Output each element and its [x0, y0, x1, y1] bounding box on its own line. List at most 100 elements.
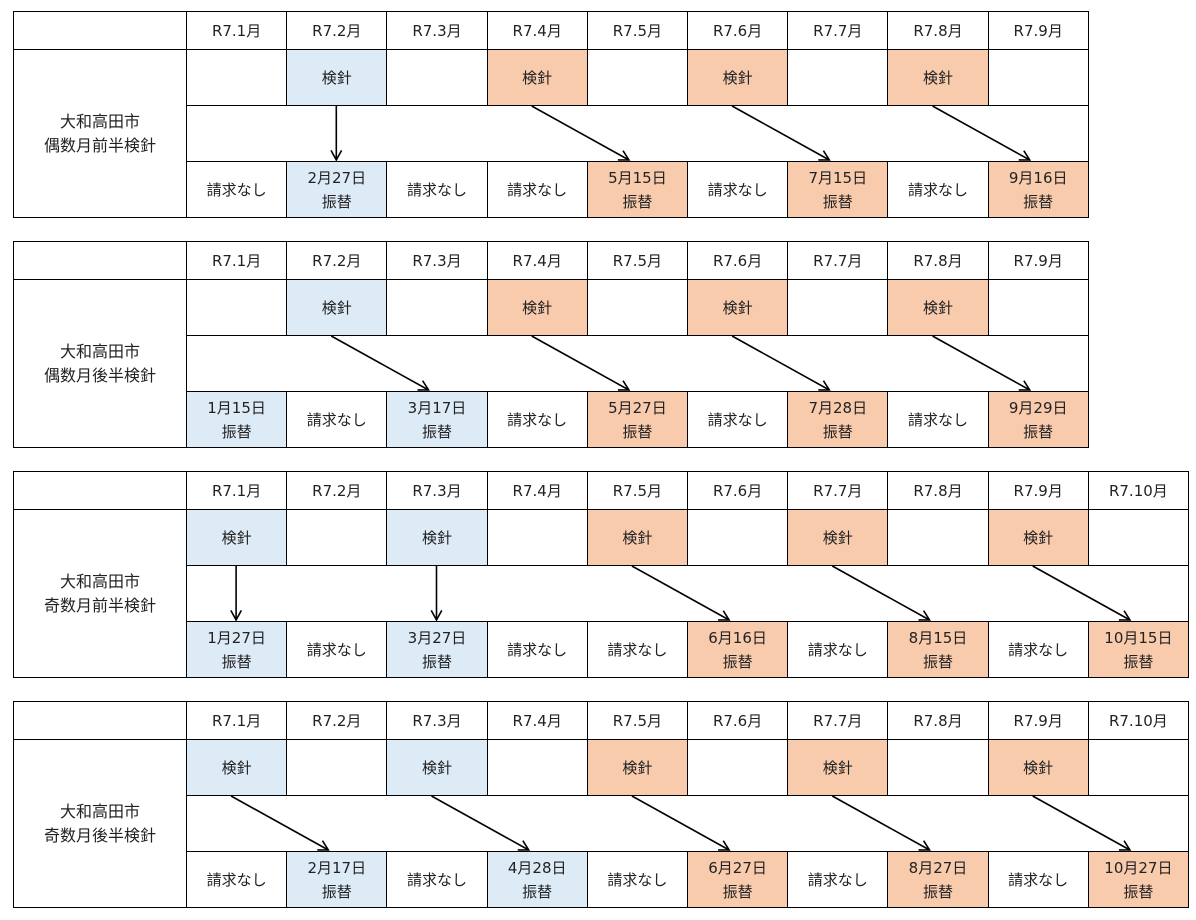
billing-date: 5月15日: [608, 168, 667, 187]
month-label: R7.6月: [712, 251, 763, 270]
month-header: R7.3月: [386, 241, 488, 280]
month-header: R7.8月: [887, 701, 989, 740]
billing-cell: 請求なし: [787, 851, 889, 908]
reading-cell: 検針: [186, 739, 288, 796]
billing-method: 振替: [1123, 652, 1154, 671]
reading-cell: [186, 49, 288, 106]
reading-label: 検針: [421, 528, 452, 547]
billing-date: 5月27日: [608, 398, 667, 417]
reading-label: 検針: [1023, 758, 1054, 777]
month-label: R7.4月: [512, 251, 562, 270]
corner-header-cell: [13, 471, 187, 510]
month-label: R7.7月: [813, 251, 863, 270]
corner-header-cell: [13, 11, 187, 50]
billing-date: 請求なし: [1008, 640, 1069, 659]
billing-date: 10月15日: [1104, 628, 1173, 647]
month-label: R7.9月: [1013, 21, 1063, 40]
billing-cell: 5月15日振替: [586, 161, 688, 218]
billing-cell: 4月28日振替: [486, 851, 588, 908]
billing-cell: 請求なし: [887, 161, 989, 218]
billing-date: 9月29日: [1008, 398, 1068, 417]
billing-date: 請求なし: [907, 180, 968, 199]
month-header: R7.2月: [286, 241, 388, 280]
billing-date: 請求なし: [206, 180, 267, 199]
reading-cell: [386, 279, 488, 336]
reading-label: 検針: [922, 68, 953, 87]
reading-cell: 検針: [887, 49, 989, 106]
billing-cell: 8月15日振替: [887, 621, 989, 678]
billing-date: 請求なし: [707, 180, 768, 199]
month-header: R7.7月: [787, 241, 889, 280]
billing-date: 請求なし: [1008, 870, 1069, 889]
billing-date: 請求なし: [507, 640, 568, 659]
month-label: R7.1月: [211, 711, 262, 730]
billing-cell: 請求なし: [987, 851, 1089, 908]
billing-date: 請求なし: [807, 870, 868, 889]
reading-cell: 検針: [787, 509, 889, 566]
reading-cell: 検針: [987, 509, 1089, 566]
month-label: R7.5月: [612, 481, 663, 500]
reading-label: 検針: [421, 758, 452, 777]
billing-date: 請求なし: [707, 410, 768, 429]
reading-cell: 検針: [787, 739, 889, 796]
month-label: R7.10月: [1108, 481, 1168, 500]
month-header: R7.1月: [186, 701, 288, 740]
month-header: R7.6月: [687, 11, 789, 50]
reading-label: 検針: [221, 528, 252, 547]
billing-cell: 請求なし: [687, 391, 789, 448]
month-label: R7.5月: [612, 251, 663, 270]
month-label: R7.7月: [813, 21, 863, 40]
billing-cell: 請求なし: [386, 851, 488, 908]
month-header: R7.3月: [386, 471, 488, 510]
billing-cell: 請求なし: [687, 161, 789, 218]
arrow-row: [186, 565, 1189, 622]
billing-cell: 8月27日振替: [887, 851, 989, 908]
schedule-label: 大和高田市偶数月前半検針: [13, 49, 187, 218]
billing-method: 振替: [622, 192, 653, 211]
reading-cell: 検針: [286, 279, 388, 336]
month-label: R7.2月: [312, 711, 362, 730]
reading-cell: [787, 279, 889, 336]
reading-label: 検針: [1023, 528, 1054, 547]
arrow-row: [186, 335, 1089, 392]
month-header: R7.3月: [386, 701, 488, 740]
billing-method: 振替: [822, 422, 853, 441]
billing-cell: 2月17日振替: [286, 851, 388, 908]
reading-cell: [1087, 509, 1189, 566]
reading-cell: [1087, 739, 1189, 796]
reading-label: 検針: [522, 298, 553, 317]
billing-cell: 請求なし: [586, 851, 688, 908]
reading-cell: [687, 739, 789, 796]
month-label: R7.5月: [612, 21, 663, 40]
billing-date: 3月17日: [407, 398, 467, 417]
month-label: R7.10月: [1108, 711, 1168, 730]
month-header: R7.6月: [687, 701, 789, 740]
billing-date: 4月28日: [507, 858, 567, 877]
month-label: R7.9月: [1013, 481, 1063, 500]
reading-label: 検針: [622, 528, 653, 547]
billing-date: 請求なし: [507, 410, 568, 429]
billing-date: 1月27日: [207, 628, 266, 647]
reading-label: 検針: [622, 758, 653, 777]
reading-cell: 検針: [687, 49, 789, 106]
month-header: R7.5月: [586, 471, 688, 510]
billing-cell: 1月27日振替: [186, 621, 288, 678]
billing-cell: 10月15日振替: [1087, 621, 1189, 678]
schedule-label: 大和高田市奇数月後半検針: [13, 739, 187, 908]
billing-cell: 請求なし: [486, 391, 588, 448]
reading-cell: [186, 279, 288, 336]
billing-method: 振替: [622, 422, 653, 441]
billing-date: 請求なし: [807, 640, 868, 659]
billing-method: 振替: [1023, 422, 1054, 441]
reading-label: 検針: [522, 68, 553, 87]
month-header: R7.3月: [386, 11, 488, 50]
billing-date: 10月27日: [1104, 858, 1173, 877]
billing-cell: 請求なし: [987, 621, 1089, 678]
month-label: R7.7月: [813, 711, 863, 730]
reading-cell: 検針: [186, 509, 288, 566]
reading-cell: [386, 49, 488, 106]
billing-date: 7月28日: [808, 398, 868, 417]
month-header: R7.2月: [286, 701, 388, 740]
month-header: R7.1月: [186, 11, 288, 50]
